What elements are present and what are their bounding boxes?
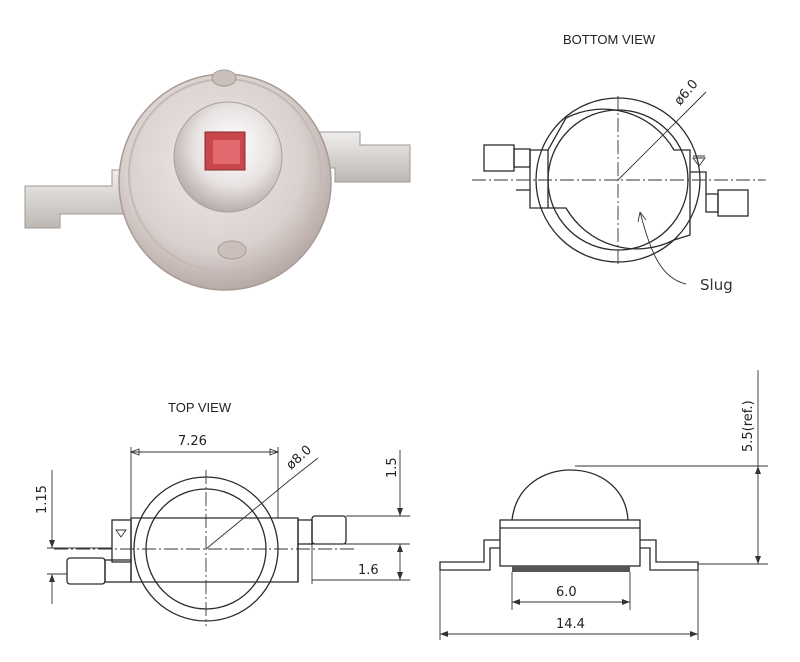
bottom-view: BOTTOM VIEW ø6.0 Slug [472, 32, 766, 294]
side-overall-width-label: 14.4 [556, 617, 585, 632]
bottom-lead-right [717, 189, 749, 217]
top-right-bottom-dim-label: 1.6 [358, 563, 379, 578]
side-dome [511, 469, 629, 521]
side-lead-left [439, 539, 500, 571]
top-right-top-dim-label: 1.5 [385, 457, 400, 478]
top-polarity-mark [115, 529, 127, 538]
photo-pin-marks [211, 69, 247, 260]
side-lead-right [640, 539, 699, 571]
top-lead-left [66, 557, 106, 585]
side-slug [512, 566, 630, 572]
bottom-polarity-mark [692, 155, 706, 167]
bottom-diameter-label: ø6.0 [672, 77, 702, 109]
top-lead-right [311, 515, 347, 545]
top-view-title: TOP VIEW [168, 400, 232, 415]
top-view: TOP VIEW 7.26 ø8.0 1.15 [35, 400, 410, 626]
top-width-label: 7.26 [178, 434, 207, 449]
side-view: 5.5(ref.) 6.0 14.4 [439, 370, 768, 640]
side-slug-width-label: 6.0 [556, 585, 577, 600]
side-height-label: 5.5(ref.) [741, 400, 756, 452]
led-photo [24, 69, 411, 291]
bottom-view-title: BOTTOM VIEW [563, 32, 656, 47]
side-body [499, 519, 641, 567]
bottom-lead-left [483, 144, 515, 172]
top-left-dim-label: 1.15 [35, 485, 50, 514]
top-diameter-label: ø8.0 [284, 443, 315, 473]
slug-label: Slug [700, 276, 733, 294]
